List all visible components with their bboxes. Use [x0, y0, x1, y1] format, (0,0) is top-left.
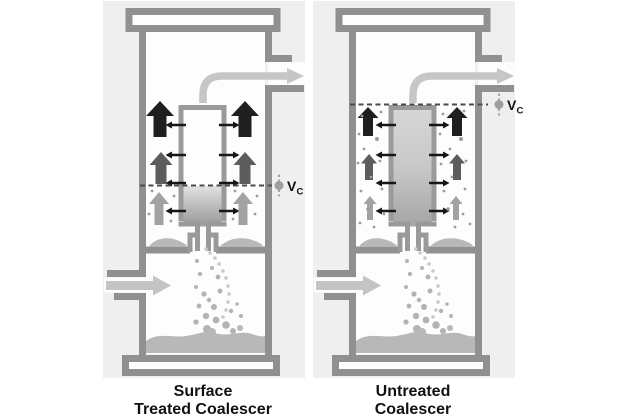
vc-label-subscript: C	[517, 106, 524, 117]
coalescer-column-wetted-zone	[393, 109, 432, 222]
caption-line1: Surface	[173, 383, 233, 400]
vc-label: V	[507, 97, 517, 113]
vc-label: V	[287, 178, 297, 194]
vessel-surface-treated: V C	[103, 1, 305, 378]
vessel-untreated: V C	[313, 1, 524, 378]
caption-surface-treated: Surface Treated Coalescer	[103, 383, 303, 419]
caption-line2: Coalescer	[374, 401, 452, 418]
fine-droplet-dots	[147, 189, 259, 223]
caption-untreated: Untreated Coalescer	[313, 383, 513, 419]
fine-droplet-dots	[356, 109, 472, 229]
caption-line1: Untreated	[375, 383, 451, 400]
caption-line2: Treated Coalescer	[134, 401, 272, 418]
vc-label-subscript: C	[297, 187, 304, 198]
coalescer-column-wetted-zone	[183, 186, 222, 222]
